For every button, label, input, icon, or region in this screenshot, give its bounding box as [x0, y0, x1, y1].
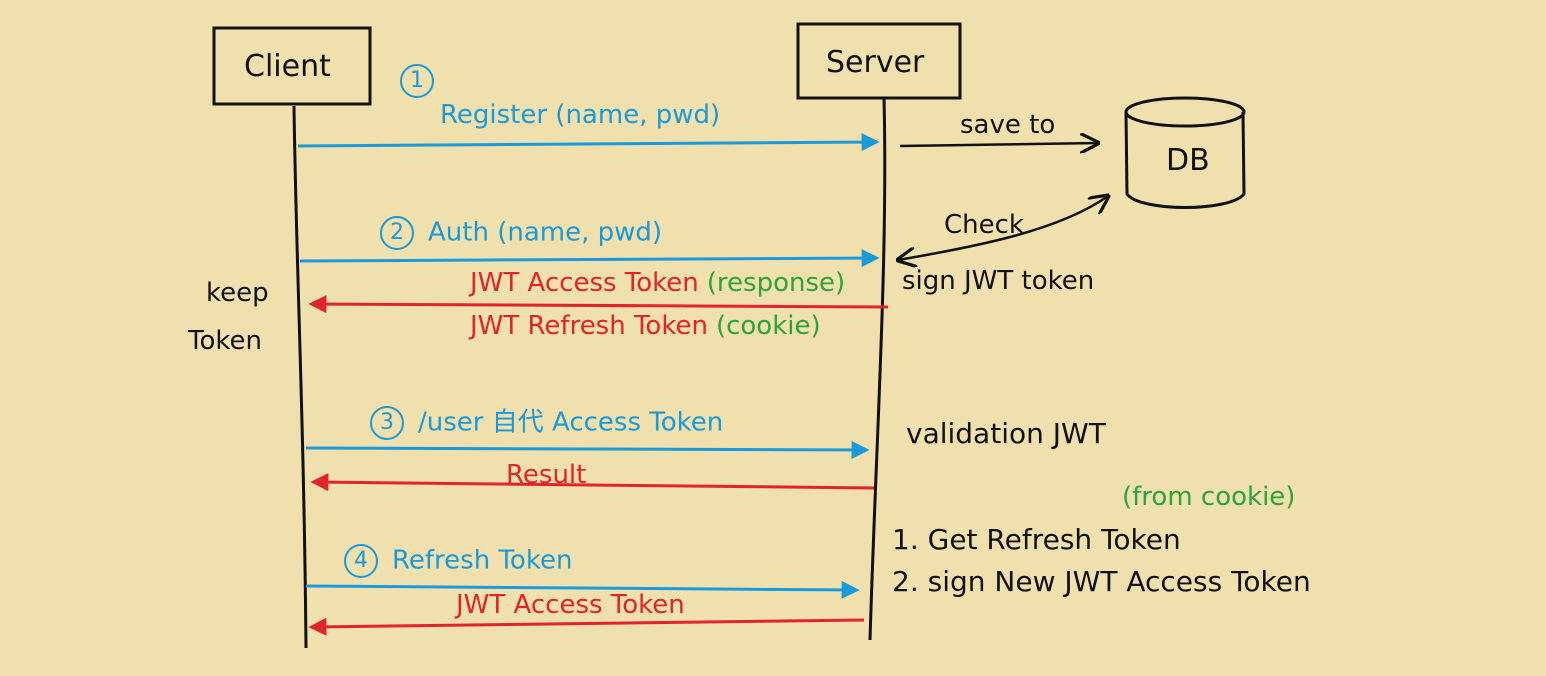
result-label: Result — [506, 460, 587, 490]
sign-new-token-label: 2. sign New JWT Access Token — [892, 565, 1311, 598]
save-to-arrow — [899, 143, 1098, 146]
client-lifeline — [292, 105, 308, 649]
step-3-number: 3 — [370, 406, 404, 440]
user-request-arrow — [305, 440, 870, 459]
sign-jwt-token-label: sign JWT token — [902, 266, 1095, 296]
from-cookie-label: (from cookie) — [1122, 482, 1296, 512]
token-note: Token — [188, 326, 262, 356]
step-2-label: 2 Auth (name, pwd) — [380, 216, 662, 250]
step-3-text: /user 自代 Access Token — [418, 407, 724, 438]
client-box — [212, 26, 372, 106]
refresh-token-line: JWT Refresh Token(cookie) — [470, 313, 821, 339]
server-label: Server — [826, 45, 925, 80]
step-4-response-label: JWT Access Token — [456, 590, 685, 620]
auth-arrow — [299, 249, 880, 268]
step-2-number: 2 — [380, 216, 414, 250]
step-4-label: 4 Refresh Token — [344, 544, 572, 578]
step-1-marker: 1 — [400, 64, 448, 98]
check-label: Check — [944, 210, 1024, 240]
step-1-label: Register (name, pwd) — [440, 100, 721, 130]
check-arrow — [898, 196, 1108, 260]
validation-jwt-label: validation JWT — [906, 417, 1106, 450]
step-2-text: Auth (name, pwd) — [428, 217, 663, 248]
server-lifeline — [868, 97, 887, 641]
get-refresh-token-label: 1. Get Refresh Token — [892, 523, 1181, 556]
register-arrow — [297, 133, 880, 152]
response-label: (response) — [706, 268, 846, 298]
server-box — [796, 22, 962, 100]
client-label: Client — [244, 49, 331, 84]
step-3-label: 3/user 自代 Access Token — [370, 406, 723, 440]
refresh-request-arrow — [305, 580, 860, 599]
db-label: DB — [1166, 143, 1210, 178]
new-access-token-arrow — [308, 617, 865, 636]
jwt-refresh-token-label: JWT Refresh Token — [470, 311, 708, 341]
jwt-access-token-label: JWT Access Token — [470, 268, 699, 298]
access-token-arrow — [308, 295, 889, 314]
save-to-label: save to — [960, 110, 1056, 140]
cookie-label: (cookie) — [715, 311, 821, 341]
keep-note: keep — [206, 278, 269, 308]
db-cylinder — [1124, 96, 1246, 209]
step-1-number: 1 — [400, 64, 434, 98]
result-arrow — [310, 473, 875, 492]
step-4-text: Refresh Token — [392, 545, 573, 576]
step-4-number: 4 — [344, 544, 378, 578]
access-token-line: JWT Access Token(response) — [470, 270, 845, 296]
